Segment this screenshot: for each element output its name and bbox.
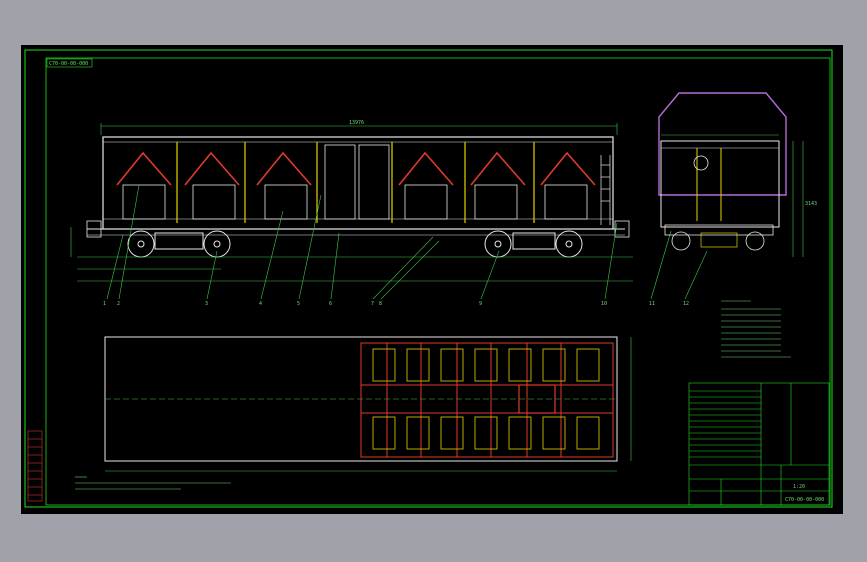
balloon-labels: 1 2 3 4 5 6 7 8 9 10 11 12 bbox=[103, 301, 689, 307]
balloon-6: 6 bbox=[329, 301, 332, 307]
parameter-list bbox=[721, 300, 791, 358]
title-block-scale: 1:20 bbox=[793, 484, 805, 490]
inner-frame bbox=[45, 57, 831, 506]
corner-tag-box bbox=[46, 58, 93, 68]
drawing-sheet: C70-00-00-000 13976 bbox=[21, 45, 843, 514]
technical-notes bbox=[75, 476, 231, 490]
end-view: 3143 bbox=[658, 92, 817, 257]
height-dim: 3143 bbox=[805, 201, 817, 207]
side-elevation: 13976 bbox=[70, 120, 708, 300]
balloon-1: 1 bbox=[103, 301, 106, 307]
balloon-10: 10 bbox=[601, 301, 607, 307]
balloon-9: 9 bbox=[479, 301, 482, 307]
freight-wagon-drawing: C70-00-00-000 13976 bbox=[24, 49, 833, 508]
balloon-3: 3 bbox=[205, 301, 208, 307]
balloon-4: 4 bbox=[259, 301, 262, 307]
balloon-11: 11 bbox=[649, 301, 655, 307]
plan-view bbox=[104, 336, 632, 472]
revision-strip bbox=[27, 430, 43, 502]
title-block bbox=[688, 382, 830, 506]
title-block-drawing-number: C70-00-00-000 bbox=[785, 497, 824, 503]
balloon-2: 2 bbox=[117, 301, 120, 307]
corner-tag: C70-00-00-000 bbox=[49, 61, 88, 67]
balloon-8: 8 bbox=[379, 301, 382, 307]
balloon-5: 5 bbox=[297, 301, 300, 307]
balloon-12: 12 bbox=[683, 301, 689, 307]
outer-frame bbox=[24, 49, 833, 508]
balloon-7: 7 bbox=[371, 301, 374, 307]
overall-length-dim: 13976 bbox=[349, 120, 364, 126]
